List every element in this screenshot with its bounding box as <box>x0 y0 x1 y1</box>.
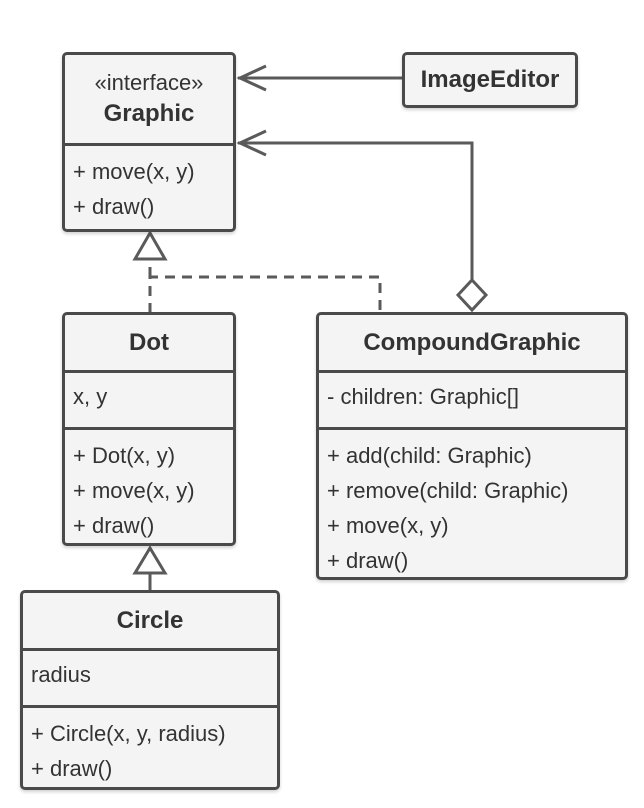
circle-method: + draw() <box>31 756 113 781</box>
aggregation-arrowhead <box>236 129 267 157</box>
realization-triangle <box>132 229 168 261</box>
graphic-method: + draw() <box>73 194 155 219</box>
compoundgraphic-method: + draw() <box>327 548 409 573</box>
inheritance-triangle <box>132 545 168 575</box>
aggregation-line <box>238 141 474 280</box>
compoundgraphic-methods: + add(child: Graphic) + remove(child: Gr… <box>319 427 625 578</box>
circle-methods: + Circle(x, y, radius) + draw() <box>23 705 277 786</box>
dot-field: x, y <box>73 384 108 409</box>
dot-method: + move(x, y) <box>73 478 195 503</box>
dot-fields: x, y <box>65 370 233 427</box>
aggregation-diamond <box>455 277 489 313</box>
compoundgraphic-field: - children: Graphic[] <box>327 384 519 409</box>
realization-dashed-line <box>148 275 382 313</box>
graphic-methods: + move(x, y) + draw() <box>65 143 233 224</box>
compoundgraphic-fields: - children: Graphic[] <box>319 370 625 427</box>
circle-fields: radius <box>23 648 277 705</box>
graphic-interface-class: «interface» Graphic + move(x, y) + draw(… <box>62 52 236 232</box>
graphic-header: «interface» Graphic <box>65 55 233 143</box>
circle-name: Circle <box>116 606 184 634</box>
dot-class: Dot x, y + Dot(x, y) + move(x, y) + draw… <box>62 312 236 546</box>
compoundgraphic-method: + move(x, y) <box>327 513 449 538</box>
imageeditor-arrowhead <box>236 64 267 92</box>
graphic-stereotype: «interface» <box>94 70 204 95</box>
circle-class: Circle radius + Circle(x, y, radius) + d… <box>20 590 280 790</box>
circle-method: + Circle(x, y, radius) <box>31 721 226 746</box>
dot-name: Dot <box>129 328 169 356</box>
dot-method: + draw() <box>73 513 155 538</box>
dot-methods: + Dot(x, y) + move(x, y) + draw() <box>65 427 233 543</box>
compoundgraphic-method: + add(child: Graphic) <box>327 443 532 468</box>
dot-method: + Dot(x, y) <box>73 443 176 468</box>
imageeditor-name: ImageEditor <box>420 66 560 93</box>
graphic-name: Graphic <box>103 100 195 127</box>
graphic-method: + move(x, y) <box>73 159 195 184</box>
compoundgraphic-method: + remove(child: Graphic) <box>327 478 569 503</box>
imageeditor-class: ImageEditor <box>402 52 578 108</box>
compoundgraphic-name: CompoundGraphic <box>363 328 581 356</box>
compoundgraphic-class: CompoundGraphic - children: Graphic[] + … <box>316 312 628 580</box>
circle-field: radius <box>31 662 91 687</box>
